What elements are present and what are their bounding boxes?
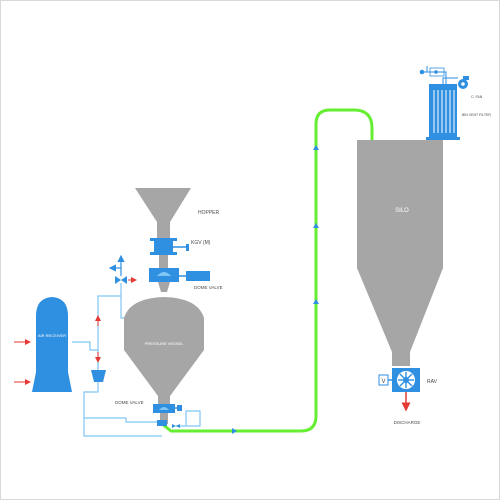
air-line-lower — [84, 417, 168, 423]
pressure-vessel-body — [124, 297, 204, 404]
air-receiver: AIR RECEIVER — [14, 297, 72, 392]
filter-top-piping — [423, 66, 458, 84]
dome-valve-top-stem — [159, 255, 168, 268]
exhaust-fan-hub — [461, 82, 465, 86]
silo-body — [357, 140, 443, 366]
pressure-switch-valve — [115, 276, 127, 284]
hopper-label: HOPPER — [198, 210, 220, 216]
dome-valve-bottom-label: DOME VALVE — [115, 400, 144, 405]
bin-vent-filter-housing — [429, 84, 457, 137]
air-line-to-vessel-side — [120, 296, 125, 319]
hopper: HOPPER — [135, 188, 220, 238]
dome-valve-bottom-outlet — [160, 413, 168, 424]
pressure-switch — [108, 254, 137, 284]
dome-valve-bottom-actuator — [177, 405, 182, 411]
pressure-vessel-label: PRESSURE VESSEL — [145, 341, 184, 346]
air-line-receiver — [72, 341, 98, 351]
filter-header-box — [429, 67, 445, 77]
hopper-body — [135, 188, 191, 238]
flow-arrow-up-2 — [313, 223, 319, 228]
dome-valve-top-outlet — [158, 282, 170, 292]
dome-valve-top-dome — [157, 272, 171, 276]
air-line-vessel-top — [97, 283, 122, 350]
kgv-valve: KGV (M) — [150, 238, 211, 255]
kgv-actuator — [186, 244, 189, 251]
rav-vanes — [398, 372, 414, 388]
exhaust-fan-outlet — [463, 76, 469, 80]
pressure-vessel: PRESSURE VESSEL — [124, 297, 204, 404]
fan-label: C. FAN — [471, 95, 483, 99]
dome-valve-top: DOME VALVE — [149, 255, 223, 292]
air-receiver-label: AIR RECEIVER — [38, 333, 66, 338]
transfer-point — [157, 420, 167, 426]
rav-label: RAV — [427, 379, 438, 385]
flow-arrow-up-3 — [313, 145, 319, 150]
silo: SILO — [357, 140, 443, 366]
rav-motor-letter: V — [381, 379, 385, 385]
line-valve — [172, 424, 180, 428]
air-line-bypass — [176, 410, 201, 427]
conveying-line — [161, 108, 374, 433]
kgv-body — [154, 241, 173, 252]
air-filter-regulator — [91, 362, 106, 382]
exhaust-fan — [458, 76, 469, 89]
bin-vent-filter-base — [426, 137, 460, 140]
dome-valve-bottom-dome — [159, 407, 169, 410]
filter-bowl — [91, 370, 106, 382]
filter-gauge-icon — [419, 69, 425, 75]
kgv-label: KGV (M) — [191, 240, 211, 246]
air-receiver-body — [32, 297, 72, 392]
flow-arrow-up-1 — [313, 299, 319, 304]
filter-air-header — [423, 71, 447, 84]
filter-exhaust-pipe — [442, 77, 458, 84]
silo-label: SILO — [395, 208, 409, 214]
bin-vent-filter-label: BIN VENT FILTER — [462, 113, 491, 117]
filter-solenoid-icon — [434, 70, 438, 74]
discharge-label: DISCHARGE — [394, 420, 421, 425]
filter-bags — [433, 90, 455, 133]
rotary-airlock-valve: V RAV DISCHARGE — [378, 368, 438, 425]
bin-vent-filter: BIN VENT FILTER C. FAN — [419, 66, 491, 140]
rav-vane — [399, 373, 413, 387]
flow-arrow-right — [232, 428, 237, 434]
kgv-flange-bottom — [150, 252, 177, 255]
rav-motor — [378, 374, 389, 386]
line-valve-body — [172, 424, 180, 428]
kgv-flange-top — [150, 238, 177, 241]
dome-valve-top-actuator — [186, 271, 210, 281]
conveying-flow-arrows — [232, 145, 319, 434]
dome-valve-bottom: DOME VALVE — [115, 400, 182, 426]
dome-valve-top-label: DOME VALVE — [194, 285, 223, 290]
